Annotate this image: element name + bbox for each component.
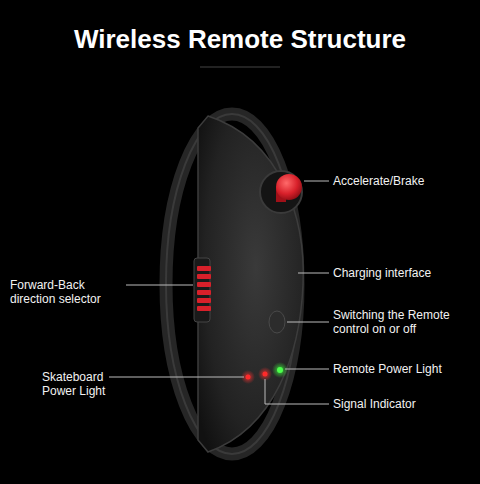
control-label: Accelerate/Brake: [333, 174, 473, 188]
remote-body: [198, 116, 303, 452]
light-glow: [258, 367, 272, 381]
skateboard-light: [246, 375, 251, 380]
port-label: Charging interface: [333, 266, 473, 280]
power-button: [269, 311, 285, 333]
title-rule: [200, 67, 280, 68]
light-label: Signal Indicator: [333, 397, 473, 411]
remote-light: [277, 367, 283, 373]
joystick-cap: [276, 174, 302, 200]
joystick-base: [260, 171, 302, 213]
light-label: Remote Power Light: [333, 362, 473, 376]
title: Wireless Remote Structure: [0, 24, 480, 55]
button-label: Switching the Remote control on or off: [333, 308, 473, 336]
selector-housing: [194, 258, 210, 322]
light-glow: [272, 362, 288, 378]
leader-lines: [109, 181, 329, 404]
light-label: Skateboard Power Light: [42, 370, 114, 398]
selector-ridges: [197, 266, 211, 311]
control-label: Forward-Back direction selector: [10, 278, 122, 306]
signal-light: [263, 372, 268, 377]
